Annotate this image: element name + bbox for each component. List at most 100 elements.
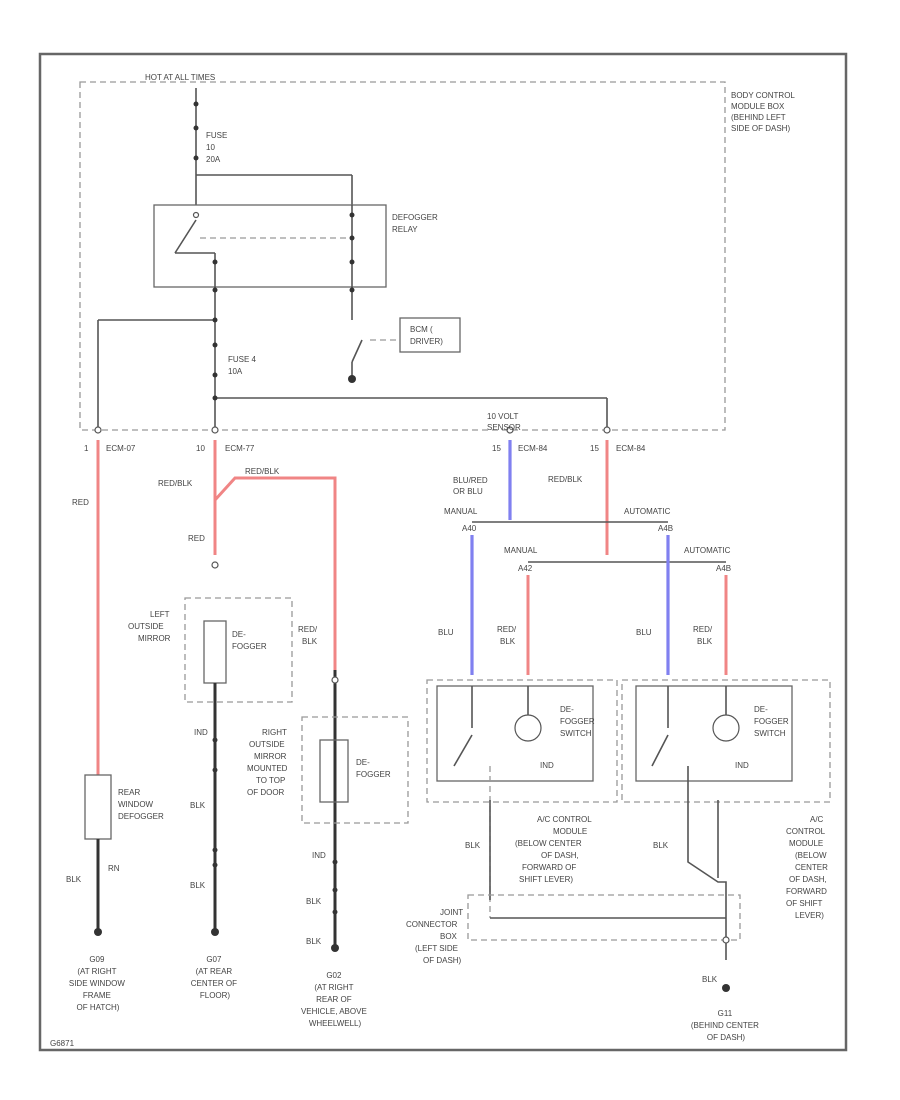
blu-2: BLU xyxy=(636,628,652,637)
conn-right-pin xyxy=(603,426,611,434)
joint-box xyxy=(467,894,741,941)
right-mirror-red-wire xyxy=(213,476,337,670)
nca-right: IND xyxy=(312,851,326,860)
blu-1: BLU xyxy=(438,628,454,637)
g07-label: G07 (AT REAR CENTER OF FLOOR) xyxy=(191,955,239,1000)
switch-1-ind: IND xyxy=(540,761,554,770)
relay-contact-top xyxy=(192,211,200,219)
ac-module-1-label: A/C CONTROL MODULE (BELOW CENTER OF DASH… xyxy=(515,815,594,884)
right-defogger-label: DE- FOGGER xyxy=(356,758,391,779)
relay-node-3 xyxy=(349,259,355,265)
bcm-module-box xyxy=(399,317,461,353)
left-mirror-label: LEFT OUTSIDE MIRROR xyxy=(128,610,172,643)
left-mirror-heater xyxy=(203,620,227,684)
conn-a4b2: A4B xyxy=(716,564,731,573)
conn-right2: ECM-84 xyxy=(518,444,548,453)
g09-label: G09 (AT RIGHT SIDE WINDOW FRAME OF HATCH… xyxy=(69,955,127,1012)
pin-mid: 10 xyxy=(196,444,205,453)
relay-out-node-2 xyxy=(212,287,218,293)
switch-2-label: DE- FOGGER SWITCH xyxy=(754,705,791,738)
left-node-1 xyxy=(212,737,218,743)
relay-out-node xyxy=(212,259,218,265)
red-blk-stack: RED/ BLK xyxy=(298,625,319,646)
bcm-dashed-box xyxy=(79,81,726,431)
right-blk: BLK xyxy=(306,897,322,906)
fuse4-b xyxy=(212,372,218,378)
conn-sensor-pin xyxy=(506,426,514,434)
g07-ground xyxy=(211,928,219,936)
blk-switch-2: BLK xyxy=(653,841,669,850)
conn-a42: A42 xyxy=(518,564,533,573)
pin-right2: 15 xyxy=(492,444,501,453)
conn-a40: A40 xyxy=(462,524,477,533)
bcm-ground-dot xyxy=(348,375,356,383)
bcm-module-label: BCM ( DRIVER) xyxy=(410,325,443,346)
switch-2-ind: IND xyxy=(735,761,749,770)
g02-ground xyxy=(331,944,339,952)
pin-left: 1 xyxy=(84,444,89,453)
conn-mid: ECM-77 xyxy=(225,444,255,453)
fuse-top-label: FUSE 10 20A xyxy=(206,131,230,164)
left-node-3 xyxy=(212,847,218,853)
conn-left-pin xyxy=(94,426,102,434)
right-mirror-box xyxy=(301,716,409,824)
right-mirror-label: RIGHT OUTSIDE MIRROR MOUNTED TO TOP OF D… xyxy=(247,728,290,797)
rear-blk: BLK xyxy=(66,875,82,884)
conn-mid-pin xyxy=(211,426,219,434)
bcm-box-label: BODY CONTROL MODULE BOX (BEHIND LEFT SID… xyxy=(731,91,797,133)
bus-node xyxy=(212,395,218,401)
g02-label: G02 (AT RIGHT REAR OF VEHICLE, ABOVE WHE… xyxy=(301,971,369,1028)
switch-1-label: DE- FOGGER SWITCH xyxy=(560,705,597,738)
manual-1-label: MANUAL xyxy=(444,507,478,516)
bcm-switch xyxy=(351,339,363,363)
right-blk-2: BLK xyxy=(306,937,322,946)
nca-left: IND xyxy=(194,728,208,737)
g09-ground xyxy=(94,928,102,936)
right-node-2 xyxy=(332,887,338,893)
joint-blk: BLK xyxy=(702,975,718,984)
blk-switch-1: BLK xyxy=(465,841,481,850)
relay-node-2 xyxy=(349,235,355,241)
diagram-frame xyxy=(38,52,848,1052)
defogger-relay-box xyxy=(153,204,387,288)
automatic-1-label: AUTOMATIC xyxy=(624,507,671,516)
g11-label: G11 (BEHIND CENTER OF DASH) xyxy=(691,1009,761,1042)
switch-1-led xyxy=(514,714,542,742)
node-top xyxy=(193,101,199,107)
fuse4-a xyxy=(212,342,218,348)
left-defogger-label: DE- FOGGER xyxy=(232,630,267,651)
coil-node xyxy=(349,287,355,293)
hot-label: HOT AT ALL TIMES xyxy=(145,73,215,82)
branch-node xyxy=(212,317,218,323)
relay-switch-arm xyxy=(174,219,197,254)
switch-1-dashed xyxy=(426,679,618,803)
conn-left: ECM-07 xyxy=(106,444,136,453)
switch-1-arm xyxy=(453,734,473,767)
right-mirror-heater xyxy=(319,739,349,803)
relay-node-1 xyxy=(349,212,355,218)
g11-ground xyxy=(722,984,730,992)
rear-window-label: REAR WINDOW DEFOGGER xyxy=(118,788,164,821)
switch-2-led xyxy=(712,714,740,742)
fuse4-label: FUSE 4 10A xyxy=(228,355,258,376)
node-fuse-b xyxy=(193,155,199,161)
rear-window-heater xyxy=(84,774,112,840)
wire-red2: RED xyxy=(188,534,205,543)
right-node-1 xyxy=(332,859,338,865)
automatic-2-label: AUTOMATIC xyxy=(684,546,731,555)
left-node-4 xyxy=(212,862,218,868)
switch-2-out xyxy=(687,766,727,960)
red-blk-2: RED/ BLK xyxy=(693,625,714,646)
defogger-relay-label: DEFOGGER RELAY xyxy=(392,213,440,234)
red-blk-a: RED/BLK xyxy=(158,479,193,488)
pin-right: 15 xyxy=(590,444,599,453)
left-blk: BLK xyxy=(190,801,206,810)
conn-a4b: A4B xyxy=(658,524,673,533)
left-blk-2: BLK xyxy=(190,881,206,890)
ac-module-2-label: A/C CONTROL MODULE (BELOW CENTER OF DASH… xyxy=(786,815,830,920)
volt-sensor-label: 10 VOLT SENSOR xyxy=(487,412,521,432)
switch-2-arm xyxy=(651,734,669,767)
right-mirror-conn xyxy=(331,676,339,684)
wire-blu-or: BLU/RED OR BLU xyxy=(453,476,490,496)
